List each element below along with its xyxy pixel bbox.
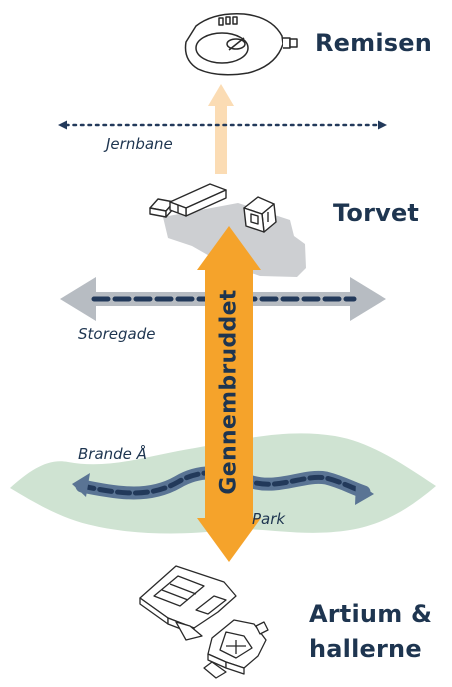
storegade-label: Storegade bbox=[78, 325, 155, 343]
jernbane-label: Jernbane bbox=[103, 135, 173, 153]
artium-label-line2: hallerne bbox=[309, 635, 422, 663]
remisen-label: Remisen bbox=[315, 29, 433, 57]
remisen-building-icon bbox=[184, 13, 298, 76]
remisen-link-arrow bbox=[208, 84, 234, 174]
torvet-label: Torvet bbox=[333, 199, 420, 227]
gennembruddet-arrow bbox=[197, 226, 261, 562]
jernbane-railway-line bbox=[58, 120, 387, 130]
park-label: Park bbox=[252, 510, 286, 528]
gennembruddet-label: Gennembruddet bbox=[216, 289, 242, 495]
artium-buildings-icon bbox=[139, 565, 269, 679]
brande-aa-label: Brande Å bbox=[78, 444, 147, 463]
artium-label-line1: Artium & bbox=[309, 600, 433, 628]
torvet-buildings-icon bbox=[149, 183, 277, 233]
